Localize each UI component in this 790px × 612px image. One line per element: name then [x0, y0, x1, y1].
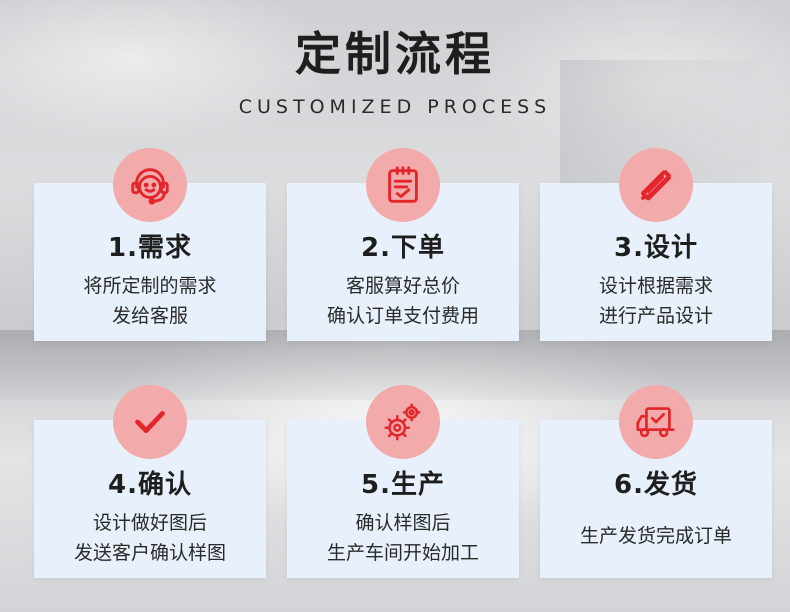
step-title: 3.设计 — [614, 233, 698, 263]
pencil-ruler-icon — [619, 148, 693, 222]
step-description: 确认样图后 生产车间开始加工 — [326, 512, 479, 564]
page-title: 定制流程 — [295, 27, 495, 81]
checkmark-icon — [113, 385, 187, 459]
order-form-icon — [366, 148, 440, 222]
step-description: 将所定制的需求 发给客服 — [83, 275, 217, 327]
step-card-2: 2.下单 客服算好总价 确认订单支付费用 — [287, 148, 519, 341]
step-description: 设计做好图后 发送客户确认样图 — [73, 512, 226, 564]
step-title: 1.需求 — [108, 233, 192, 263]
step-description: 生产发货完成订单 — [579, 525, 732, 547]
step-description: 客服算好总价 确认订单支付费用 — [326, 275, 479, 327]
step-card-3: 3.设计 设计根据需求 进行产品设计 — [540, 148, 772, 341]
step-title: 4.确认 — [108, 470, 192, 500]
step-title: 6.发货 — [614, 470, 698, 500]
delivery-truck-icon — [619, 385, 693, 459]
step-title: 5.生产 — [361, 470, 445, 500]
step-description: 设计根据需求 进行产品设计 — [598, 275, 713, 327]
step-card-5: 5.生产 确认样图后 生产车间开始加工 — [287, 385, 519, 578]
step-title: 2.下单 — [361, 233, 445, 263]
gears-icon — [366, 385, 440, 459]
customer-service-icon — [113, 148, 187, 222]
page-subtitle: CUSTOMIZED PROCESS — [238, 96, 552, 118]
step-card-1: 1.需求 将所定制的需求 发给客服 — [34, 148, 266, 341]
step-card-6: 6.发货 生产发货完成订单 — [540, 385, 772, 578]
step-card-4: 4.确认 设计做好图后 发送客户确认样图 — [34, 385, 266, 578]
